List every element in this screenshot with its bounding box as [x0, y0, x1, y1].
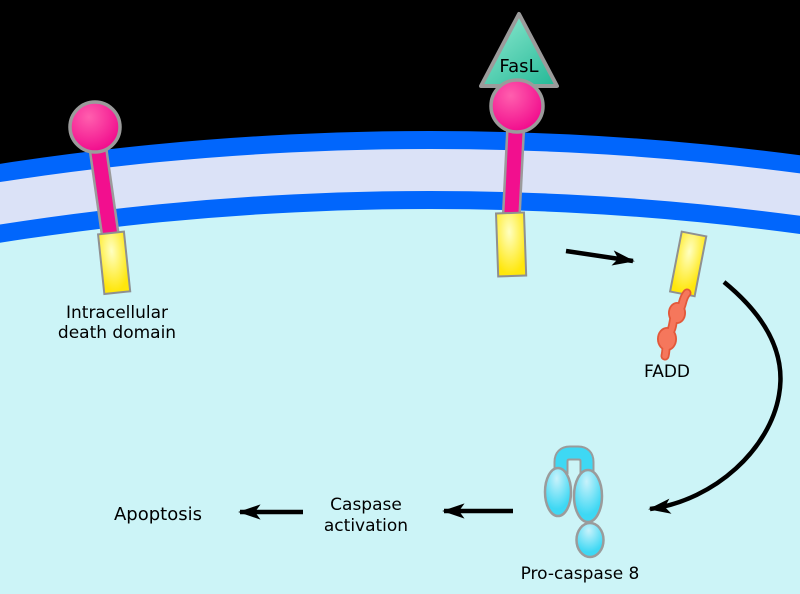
receptor-head	[68, 100, 122, 154]
arrow-receptor-to-fadd	[565, 248, 635, 266]
death-domain-label-line1: Intracellular	[66, 303, 168, 323]
receptor-head	[489, 78, 545, 134]
fasl-label: FasL	[499, 56, 538, 77]
fadd-blob2	[658, 328, 676, 350]
fadd-label: FADD	[644, 362, 690, 382]
fadd-adapter: FADD	[644, 230, 708, 382]
death-domain-center	[494, 211, 528, 278]
death-domain-label-line2: death domain	[58, 323, 176, 343]
fadd-blob1	[669, 303, 685, 323]
procaspase8-bottom-domain	[575, 521, 605, 559]
procaspase8-right-domain	[572, 468, 604, 524]
procaspase8-linker	[555, 447, 593, 474]
receptor-stem	[504, 121, 523, 223]
caspase-activation-label: Caspase activation	[324, 495, 408, 536]
arrow-fadd-to-procaspase	[648, 280, 783, 514]
procaspase8-left-domain	[543, 466, 573, 518]
fas-receptor-left	[68, 100, 132, 296]
fasl-ligand: FasL	[479, 12, 559, 88]
caspase-activation-line1: Caspase	[330, 495, 402, 515]
procaspase8-molecule: Pro-caspase 8	[521, 445, 640, 584]
death-domain-label: Intracellular death domain	[58, 303, 176, 343]
death-domain-left	[96, 230, 132, 296]
fas-receptor-center	[489, 78, 545, 278]
procaspase8-label: Pro-caspase 8	[521, 564, 640, 584]
caspase-activation-line2: activation	[324, 516, 408, 536]
apoptosis-label: Apoptosis	[114, 504, 202, 525]
